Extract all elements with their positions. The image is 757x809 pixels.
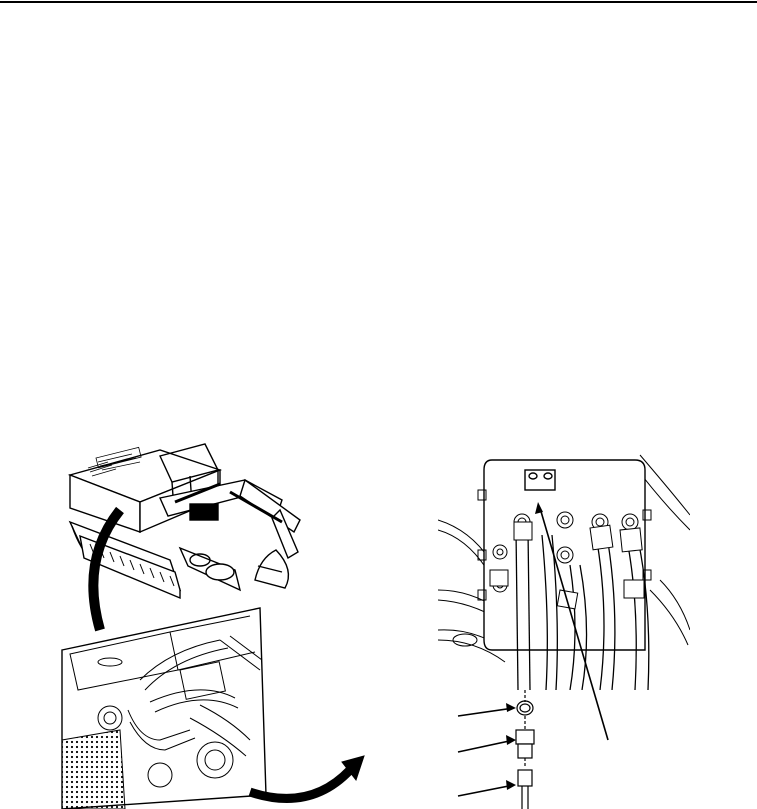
- leader-lines: [457, 502, 609, 797]
- excavator-drawing: [67, 443, 301, 600]
- callout-arrow-down: [88, 506, 124, 632]
- engine-bay-inset: [61, 607, 267, 809]
- header-rule: [0, 1, 757, 3]
- exploded-parts: [515, 690, 535, 809]
- excavator-illustration: [50, 440, 370, 809]
- manifold-illustration: [430, 440, 700, 809]
- callout-arrow-right: [248, 766, 354, 803]
